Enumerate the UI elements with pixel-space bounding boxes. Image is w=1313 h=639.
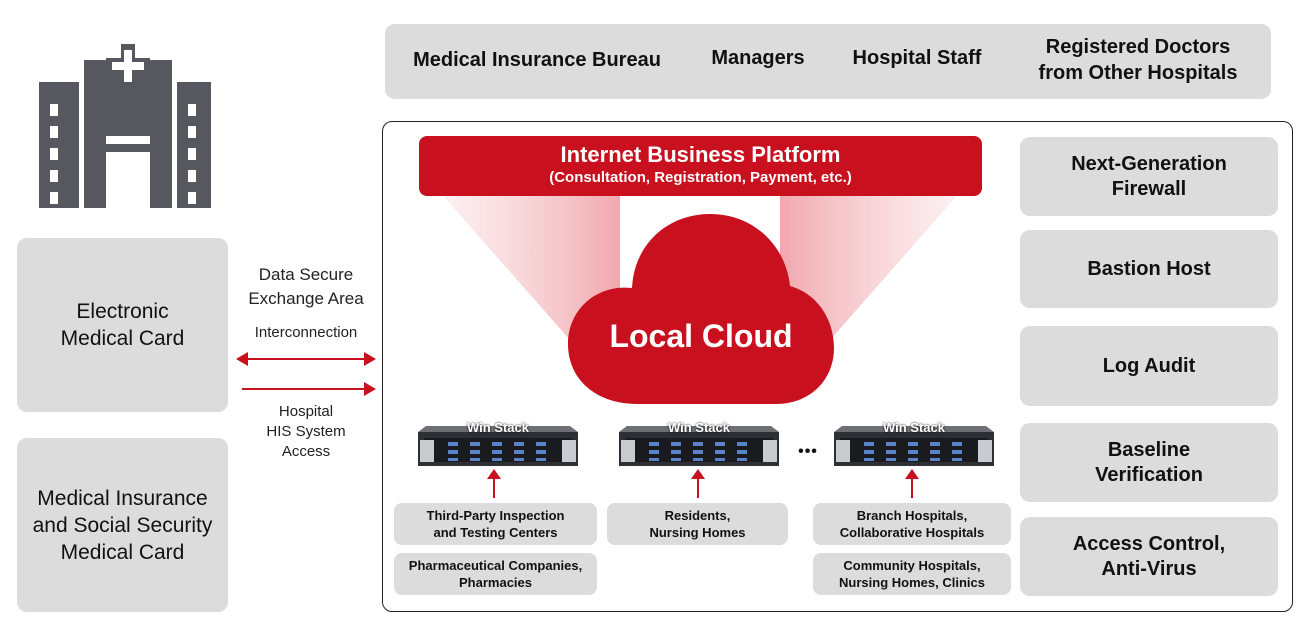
local-cloud-shape [568, 214, 834, 404]
server-label: Win Stack [466, 420, 529, 435]
interconnection-label: Interconnection [254, 324, 358, 341]
server-winstack-2: Win Stack [619, 418, 779, 468]
local-cloud-label: Local Cloud [609, 318, 793, 354]
security-firewall: Next-Generation Firewall [1020, 137, 1278, 216]
exchange-area-title: Data Secure Exchange Area [248, 265, 364, 308]
platform-panel [382, 121, 1293, 612]
medical-insurance-card: Medical Insurance and Social Security Me… [17, 438, 228, 612]
security-bastion-host: Bastion Host [1020, 230, 1278, 308]
ellipsis: ••• [798, 443, 818, 460]
platform-title: Internet Business Platform [560, 142, 841, 167]
server-winstack-3: Win Stack [834, 418, 994, 468]
group-community-hospitals: Community Hospitals, Nursing Homes, Clin… [813, 553, 1011, 595]
his-access-arrow [242, 382, 376, 396]
up-arrow-2 [691, 469, 705, 498]
security-baseline-verification: Baseline Verification [1020, 423, 1278, 502]
user-managers: Managers [711, 47, 805, 69]
server-icon [418, 426, 578, 466]
user-medical-insurance-bureau: Medical Insurance Bureau [413, 49, 661, 71]
interconnection-arrow [236, 352, 376, 366]
server-icon [619, 426, 779, 466]
user-registered-doctors: Registered Doctors from Other Hospitals [1038, 36, 1238, 84]
server-winstack-1: Win Stack [418, 418, 578, 468]
his-access-label: Hospital HIS System Access [266, 403, 346, 460]
user-hospital-staff: Hospital Staff [852, 47, 982, 69]
server-label: Win Stack [667, 420, 730, 435]
group-pharmaceutical: Pharmaceutical Companies, Pharmacies [394, 553, 597, 595]
group-branch-hospitals: Branch Hospitals, Collaborative Hospital… [813, 503, 1011, 545]
security-access-control: Access Control, Anti-Virus [1020, 517, 1278, 596]
security-log-audit: Log Audit [1020, 326, 1278, 406]
electronic-medical-card: Electronic Medical Card [17, 238, 228, 412]
up-arrow-3 [905, 469, 919, 498]
server-icon [834, 426, 994, 466]
platform-subtitle: (Consultation, Registration, Payment, et… [549, 169, 852, 186]
hospital-icon [39, 44, 211, 208]
internet-business-platform: Internet Business Platform (Consultation… [419, 136, 982, 196]
group-residents: Residents, Nursing Homes [607, 503, 788, 545]
server-label: Win Stack [882, 420, 945, 435]
up-arrow-1 [487, 469, 501, 498]
top-user-bar: Medical Insurance Bureau Managers Hospit… [385, 24, 1271, 99]
group-third-party: Third-Party Inspection and Testing Cente… [394, 503, 597, 545]
